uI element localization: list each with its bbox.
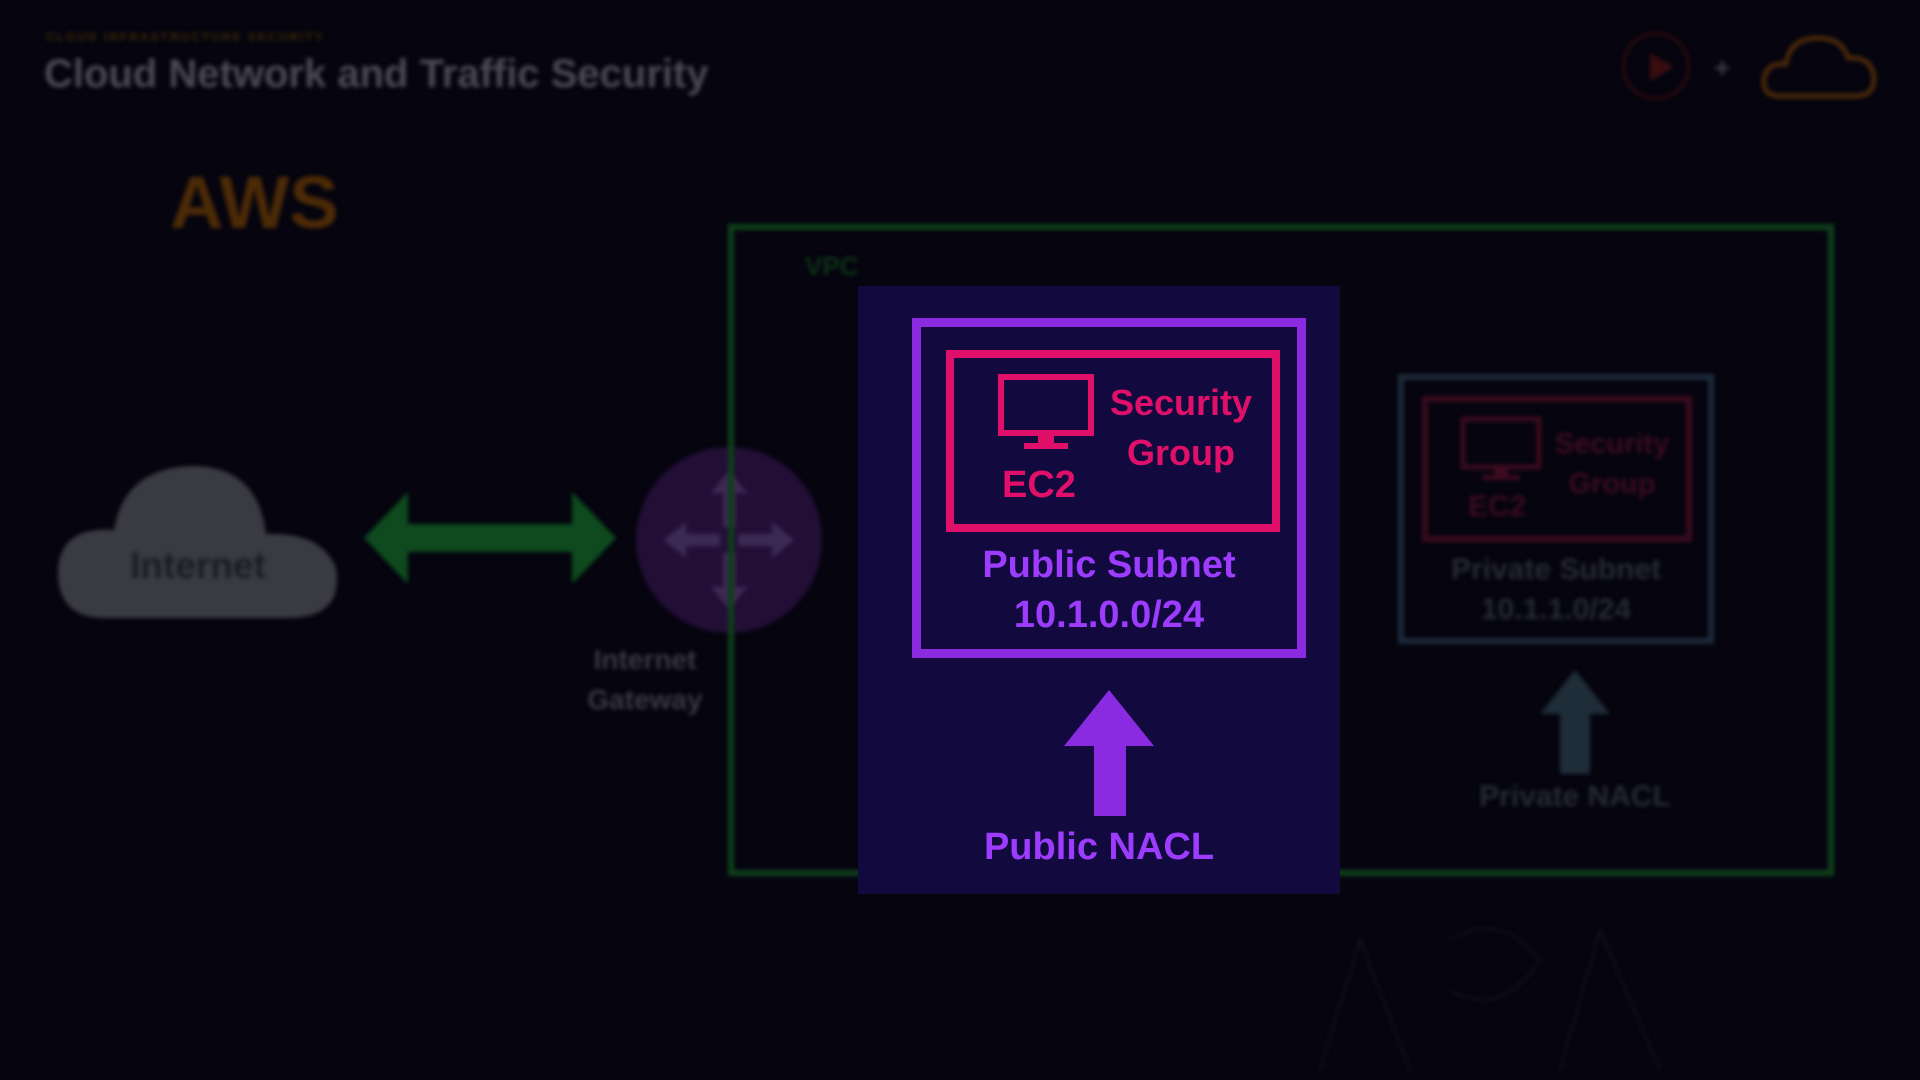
slide-title: Cloud Network and Traffic Security — [44, 52, 709, 96]
public-sg-line1: Security — [1109, 382, 1253, 423]
private-security-group-label: Security Group — [1542, 424, 1682, 504]
public-security-group-label: Security Group — [1096, 378, 1266, 478]
private-ec2-label: EC2 — [1468, 490, 1527, 523]
private-ec2-monitor-icon — [1460, 416, 1542, 480]
public-sg-line2: Group — [1127, 432, 1235, 473]
gateway-label-line1: Internet — [593, 644, 697, 675]
public-ec2-label: EC2 — [1002, 464, 1076, 506]
plus-icon: + — [1714, 52, 1731, 83]
private-nacl-label: Private NACL — [1479, 780, 1671, 813]
public-nacl-label: Public NACL — [983, 826, 1215, 868]
public-subnet-box — [912, 318, 1306, 658]
cloud-logo-icon — [1761, 35, 1877, 99]
private-sg-line1: Security — [1554, 428, 1670, 460]
public-subnet-cidr: 10.1.0.0/24 — [1013, 594, 1205, 636]
public-security-group-box — [946, 350, 1280, 532]
play-logo-icon — [1622, 32, 1690, 100]
provider-label: AWS — [170, 161, 339, 244]
section-kicker: CLOUD INFRASTRUCTURE SECURITY — [46, 30, 325, 44]
private-subnet-label: Private Subnet 10.1.1.0/24 — [1398, 550, 1714, 630]
bidirectional-arrow-icon — [364, 492, 616, 584]
internet-label: Internet — [130, 545, 266, 586]
private-subnet-name: Private Subnet — [1450, 553, 1662, 586]
decorative-lines — [1319, 927, 1661, 1071]
public-subnet-name: Public Subnet — [982, 544, 1236, 586]
gateway-label-line2: Gateway — [587, 684, 703, 715]
private-subnet-box — [1398, 374, 1714, 644]
public-subnet-label: Public Subnet 10.1.0.0/24 — [912, 540, 1306, 640]
private-subnet-cidr: 10.1.1.0/24 — [1480, 593, 1632, 626]
internet-cloud-icon — [57, 466, 337, 618]
private-sg-line2: Group — [1568, 468, 1656, 500]
internet-gateway-label: Internet Gateway — [560, 640, 730, 720]
private-security-group-box — [1422, 396, 1692, 542]
public-nacl-arrow-icon — [1064, 690, 1154, 816]
private-nacl-arrow-icon — [1540, 670, 1610, 774]
vpc-label: VPC — [805, 251, 859, 281]
public-ec2-monitor-icon — [998, 374, 1094, 449]
